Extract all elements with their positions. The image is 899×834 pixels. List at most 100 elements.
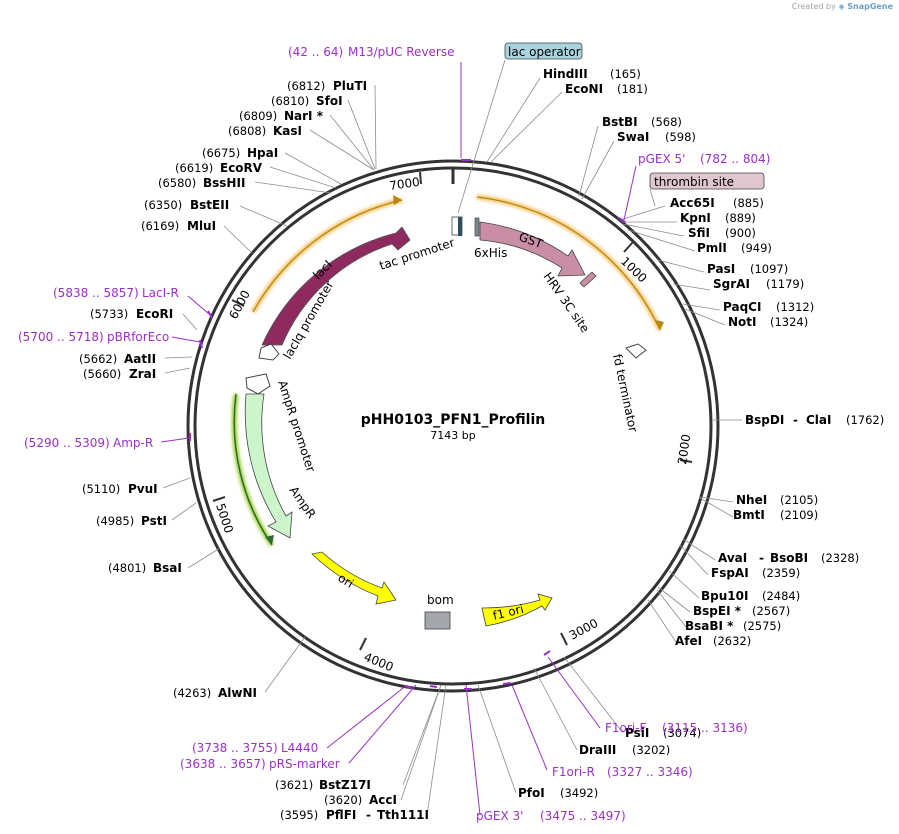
svg-text:(5700 .. 5718): (5700 .. 5718) — [18, 330, 104, 344]
feature-ori — [311, 551, 397, 605]
svg-text:NarI *: NarI * — [284, 109, 324, 123]
svg-text:pRS-marker: pRS-marker — [269, 757, 340, 771]
svg-text:(42 .. 64): (42 .. 64) — [288, 45, 343, 59]
plasmid-length: 7143 bp — [430, 429, 475, 442]
svg-text:-: - — [793, 413, 798, 427]
svg-text:Acc65I: Acc65I — [670, 196, 715, 210]
svg-text:AatII: AatII — [124, 352, 156, 366]
svg-text:(5660): (5660) — [83, 367, 121, 381]
svg-text:PasI: PasI — [707, 262, 735, 276]
svg-text:SfiI: SfiI — [688, 226, 710, 240]
enzyme-Acc65I: Acc65I (885) — [670, 196, 764, 210]
enzyme-BsaI: (4801)BsaI — [108, 561, 182, 575]
svg-text:(3638 .. 3657): (3638 .. 3657) — [180, 757, 266, 771]
svg-text:(3475 .. 3497): (3475 .. 3497) — [540, 809, 626, 823]
feature-bom — [424, 611, 451, 630]
enzyme-PfoI: PfoI(3492) — [518, 786, 598, 800]
enzyme-PmlI: PmlI(949) — [697, 241, 772, 255]
svg-text:(165): (165) — [610, 67, 641, 81]
svg-text:BspEI *: BspEI * — [693, 604, 742, 618]
svg-text:-: - — [759, 551, 764, 565]
svg-text:(2567): (2567) — [752, 604, 790, 618]
svg-text:BstZ17I: BstZ17I — [319, 778, 371, 792]
svg-text:(4263): (4263) — [173, 686, 211, 700]
tick-7000: 7000 — [388, 171, 422, 193]
svg-text:(1312): (1312) — [776, 300, 814, 314]
svg-text:(2109): (2109) — [780, 508, 818, 522]
svg-text:(3074): (3074) — [663, 726, 701, 740]
enzyme-BsaBI: BsaBI *(2575) — [685, 619, 781, 633]
feature-label-AmpR-promoter: AmpR promoter — [275, 379, 318, 474]
svg-text:(5662): (5662) — [79, 352, 117, 366]
primer-Amp-R: (5290 .. 5309)Amp-R — [24, 436, 153, 450]
svg-text:3000: 3000 — [567, 616, 601, 643]
svg-text:BsoBI: BsoBI — [770, 551, 808, 565]
svg-text:EcoRV: EcoRV — [220, 161, 263, 175]
svg-text:(885): (885) — [733, 196, 764, 210]
enzyme-BstEII: (6350)BstEII — [144, 198, 229, 212]
svg-text:EcoNI: EcoNI — [565, 82, 603, 96]
svg-text:FspAI: FspAI — [711, 566, 749, 580]
svg-text:(5733): (5733) — [90, 307, 128, 321]
svg-text:(6812): (6812) — [287, 79, 325, 93]
svg-text:(5838 .. 5857): (5838 .. 5857) — [53, 286, 139, 300]
svg-text:(2105): (2105) — [780, 493, 818, 507]
svg-text:pGEX 3': pGEX 3' — [476, 809, 523, 823]
enzyme-MluI: (6169)MluI — [141, 219, 216, 233]
primer-pGEX-5: pGEX 5'(782 .. 804) — [638, 152, 770, 166]
svg-text:(6809): (6809) — [239, 109, 277, 123]
tick-2000: 2000 — [675, 433, 693, 465]
svg-text:(6808): (6808) — [228, 124, 266, 138]
enzyme-KpnI: KpnI(889) — [680, 211, 756, 225]
svg-text:F1ori-F: F1ori-F — [605, 721, 646, 735]
svg-text:(598): (598) — [665, 130, 696, 144]
snapgene-credit: Created by ◈ SnapGene — [791, 2, 893, 11]
enzyme-SfoI: (6810)SfoI — [271, 94, 343, 108]
svg-text:EcoRI: EcoRI — [136, 307, 173, 321]
enzyme-PasI: PasI(1097) — [707, 262, 788, 276]
label-lac-operator: lac operator — [504, 42, 583, 60]
feature-label-fd-terminator: fd terminator — [610, 353, 640, 434]
enzyme-AccI: (3620)AccI — [324, 793, 397, 807]
enzyme-NarI: (6809) NarI * — [239, 109, 324, 123]
svg-text:(2632): (2632) — [713, 634, 751, 648]
svg-text:ZraI: ZraI — [129, 367, 156, 381]
svg-text:HindIII: HindIII — [543, 67, 588, 81]
enzyme-BmtI: BmtI(2109) — [733, 508, 818, 522]
svg-text:lac operator: lac operator — [508, 45, 581, 59]
feature-AmpR — [244, 393, 293, 539]
svg-text:SgrAI: SgrAI — [713, 277, 750, 291]
svg-text:MluI: MluI — [187, 219, 216, 233]
primer-leader-lines — [160, 62, 637, 816]
feature-label-6xHis: 6xHis — [474, 246, 507, 260]
primer-marks — [189, 159, 626, 690]
svg-text:KasI: KasI — [273, 124, 302, 138]
enzyme-BssHII: (6580)BssHII — [158, 176, 245, 190]
svg-text:(181): (181) — [617, 82, 648, 96]
svg-text:DraIII: DraIII — [579, 743, 616, 757]
svg-text:thrombin site: thrombin site — [654, 175, 734, 189]
enzyme-PvuI: (5110)PvuI — [82, 482, 158, 496]
leader-lines — [162, 59, 742, 816]
enzyme-NotI: NotI(1324) — [728, 315, 808, 329]
svg-text:BstEII: BstEII — [190, 198, 229, 212]
primer-L4440: (3738 .. 3755)L4440 — [192, 741, 318, 755]
feature-fd-terminator — [625, 343, 647, 359]
tick-1000: 1000 — [618, 241, 650, 285]
svg-text:ClaI: ClaI — [806, 413, 831, 427]
snapgene-logo: ◈ SnapGene — [838, 2, 893, 11]
primer-F1ori-R: F1ori-R(3327 .. 3346) — [552, 765, 693, 779]
svg-text:AccI: AccI — [369, 793, 397, 807]
enzyme-HindIII: HindIII (165) — [543, 67, 641, 81]
label-thrombin-site: thrombin site — [649, 172, 765, 190]
feature-lacI — [261, 226, 411, 346]
feature-lacIq-promoter — [258, 343, 280, 361]
svg-text:(2575): (2575) — [743, 619, 781, 633]
svg-text:(4801): (4801) — [108, 561, 146, 575]
svg-text:BspDI: BspDI — [745, 413, 784, 427]
svg-text:(3492): (3492) — [560, 786, 598, 800]
svg-text:-: - — [366, 808, 371, 822]
svg-text:(900): (900) — [725, 226, 756, 240]
svg-text:(6675): (6675) — [202, 146, 240, 160]
enzyme-EcoRV: (6619)EcoRV — [175, 161, 263, 175]
